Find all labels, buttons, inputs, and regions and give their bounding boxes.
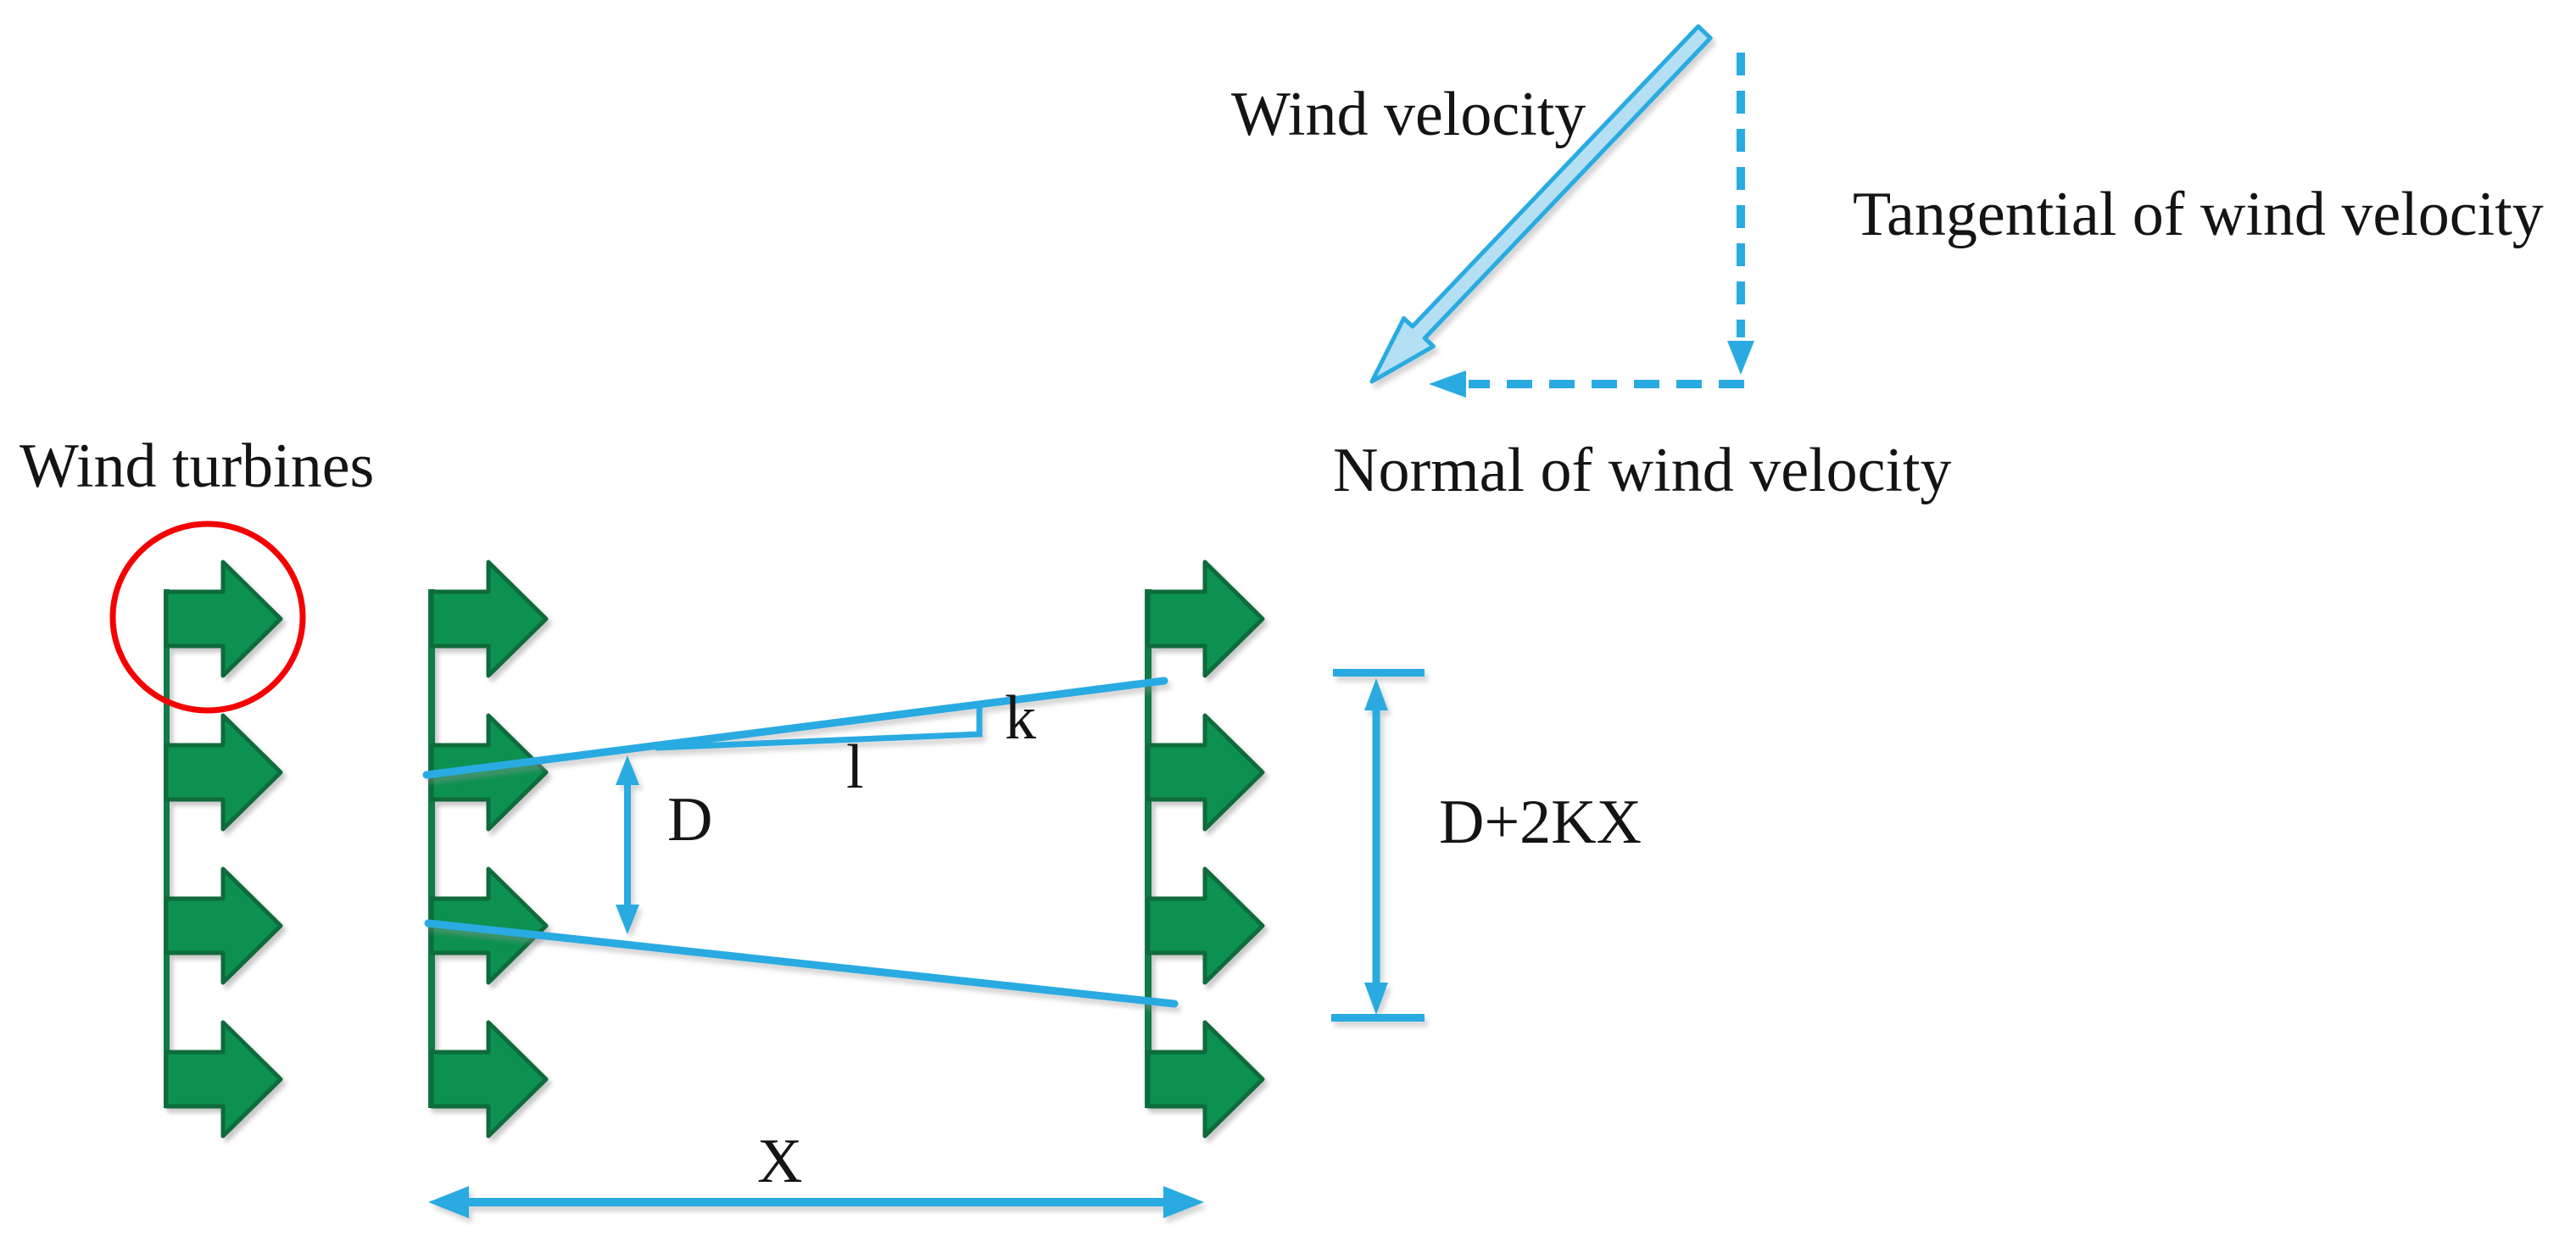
turbine-arrow [1146, 560, 1265, 678]
slope-coefficient-label: k [1005, 683, 1036, 753]
upper-wake-boundary-line [422, 677, 1168, 779]
turbine-column-mast [164, 589, 170, 1108]
turbine-arrow [164, 866, 283, 985]
arrowhead-right-icon [1163, 1186, 1204, 1218]
wake-width-top-cap [1333, 669, 1425, 677]
turbine-arrow [429, 866, 549, 985]
distance-label: X [757, 1127, 803, 1196]
arrowhead-left-icon [428, 1186, 469, 1218]
normal-velocity-label: Normal of wind velocity [1333, 436, 1952, 505]
slope-base-label: l [846, 732, 864, 802]
arrowhead-up-icon [616, 755, 639, 785]
wind-turbines-label: Wind turbines [20, 432, 375, 501]
turbine-arrow [164, 713, 283, 832]
turbine-arrow [1146, 713, 1265, 832]
wind-velocity-label: Wind velocity [1231, 80, 1586, 149]
turbine-arrow [164, 1020, 283, 1139]
wind-velocity-vector-arrow [1369, 24, 1713, 384]
lower-wake-boundary-line [424, 919, 1179, 1008]
selected-turbine-circle [109, 521, 306, 714]
wake-width-bottom-cap [1331, 1014, 1425, 1022]
turbine-arrow [429, 560, 549, 678]
arrowhead-down-icon [1727, 341, 1754, 375]
turbine-arrow [429, 1020, 549, 1139]
velocity-vector-triangle [1369, 24, 1754, 398]
turbine-column-mast [428, 589, 435, 1108]
wake-width-label: D+2KX [1439, 788, 1642, 857]
arrowhead-down-icon [1364, 983, 1388, 1015]
turbine-arrow [1146, 866, 1265, 985]
wake-geometry [422, 669, 1425, 1218]
arrowhead-down-icon [616, 905, 639, 934]
turbine-arrow [1146, 1020, 1265, 1139]
tangential-velocity-label: Tangential of wind velocity [1853, 180, 2544, 249]
turbine-arrow [429, 713, 549, 832]
slope-triangle-lines [655, 704, 983, 751]
arrowhead-up-icon [1364, 678, 1388, 710]
turbine-columns [164, 560, 1265, 1139]
turbine-column-mast [1145, 589, 1151, 1108]
turbine-arrow [164, 560, 283, 678]
rotor-diameter-label: D [667, 785, 713, 855]
arrowhead-left-icon [1429, 370, 1466, 398]
